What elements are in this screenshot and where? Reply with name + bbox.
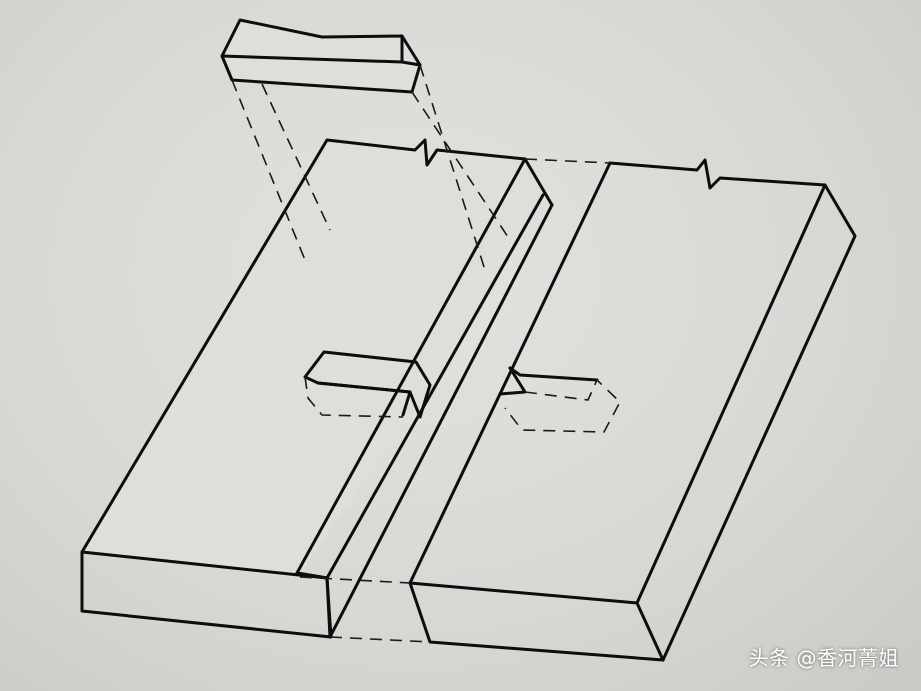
spline-hidden-right bbox=[504, 378, 621, 433]
tongue-inner-edge bbox=[325, 193, 545, 580]
right-board-front-face bbox=[408, 581, 665, 662]
left-board-top-face bbox=[82, 140, 525, 578]
loose-strip bbox=[220, 18, 511, 271]
loose-strip-body bbox=[222, 20, 420, 92]
hidden-groove-lines bbox=[299, 158, 611, 643]
left-board-top-outline bbox=[80, 138, 527, 554]
spline-right-visible bbox=[508, 366, 599, 382]
tongue-top-right-edge bbox=[523, 157, 554, 207]
right-board-top-right-edge bbox=[635, 183, 827, 605]
right-board-top-back-edge bbox=[608, 158, 827, 190]
loose-strip-front bbox=[220, 54, 422, 94]
right-board bbox=[408, 158, 857, 662]
spline-front-edge bbox=[316, 381, 412, 394]
spline-key bbox=[303, 350, 621, 433]
strip-projection-1 bbox=[231, 79, 306, 261]
tongue-side-edge bbox=[328, 203, 554, 639]
spline-right-front bbox=[498, 366, 527, 396]
tongue-top-left-edge bbox=[295, 157, 527, 575]
watermark-text: 头条 @香河菁姐 bbox=[748, 646, 899, 670]
loose-strip-top bbox=[220, 18, 422, 67]
tongue-end-face bbox=[295, 571, 332, 639]
tongue-strip bbox=[295, 157, 554, 639]
groove-hidden-top-front bbox=[299, 576, 411, 584]
strip-projection-4 bbox=[419, 64, 486, 271]
spline-hidden-left bbox=[304, 376, 404, 418]
right-board-groove-edge bbox=[408, 161, 612, 585]
groove-hidden-back bbox=[524, 158, 611, 164]
spline-side-edge bbox=[401, 390, 412, 417]
strip-projection-3 bbox=[411, 91, 511, 241]
strip-projection-2 bbox=[261, 83, 331, 231]
groove-hidden-front bbox=[329, 636, 431, 643]
right-board-right-edge bbox=[661, 183, 857, 662]
